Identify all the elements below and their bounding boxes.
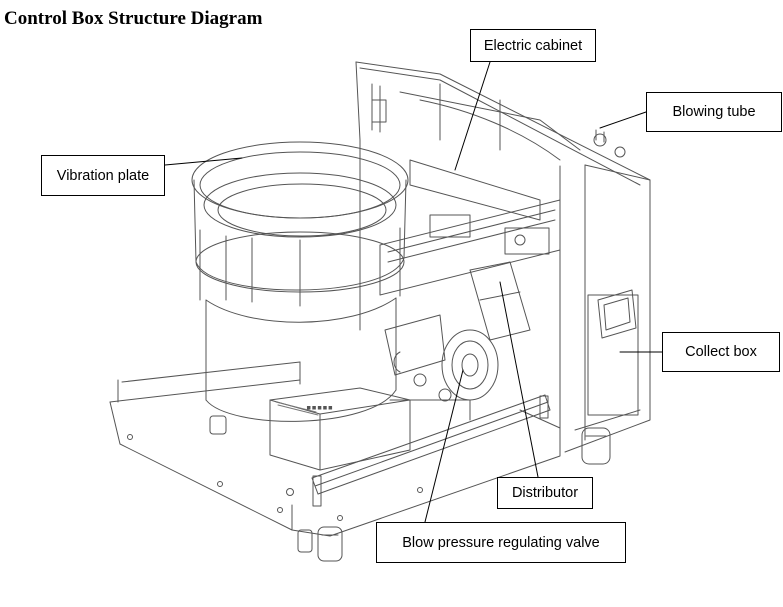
panel-buttons-text: ▪▪▪▪▪ bbox=[306, 403, 333, 413]
leader-electric-cabinet bbox=[454, 61, 491, 171]
electric-cabinet-frame bbox=[355, 61, 651, 453]
callout-blow-pressure-valve: Blow pressure regulating valve bbox=[376, 522, 626, 563]
leader-blowing-tube bbox=[599, 111, 647, 129]
callout-electric-cabinet: Electric cabinet bbox=[470, 29, 596, 62]
callout-collect-box: Collect box bbox=[662, 332, 780, 372]
leader-distributor bbox=[499, 281, 539, 478]
callout-blowing-tube: Blowing tube bbox=[646, 92, 782, 132]
leader-vibration-plate bbox=[164, 157, 243, 166]
distributor-assembly bbox=[379, 199, 561, 341]
leader-valve bbox=[424, 369, 464, 523]
callout-vibration-plate: Vibration plate bbox=[41, 155, 165, 196]
guide-rails bbox=[311, 394, 551, 507]
vibration-bowl bbox=[191, 141, 409, 422]
pressure-valve-assembly bbox=[384, 314, 499, 421]
control-panel-box bbox=[269, 387, 411, 471]
callout-leader-lines bbox=[164, 61, 663, 523]
collect-box-frame bbox=[587, 289, 639, 416]
callout-distributor: Distributor bbox=[497, 477, 593, 509]
base-plate bbox=[109, 361, 561, 537]
page-title: Control Box Structure Diagram bbox=[4, 8, 263, 29]
